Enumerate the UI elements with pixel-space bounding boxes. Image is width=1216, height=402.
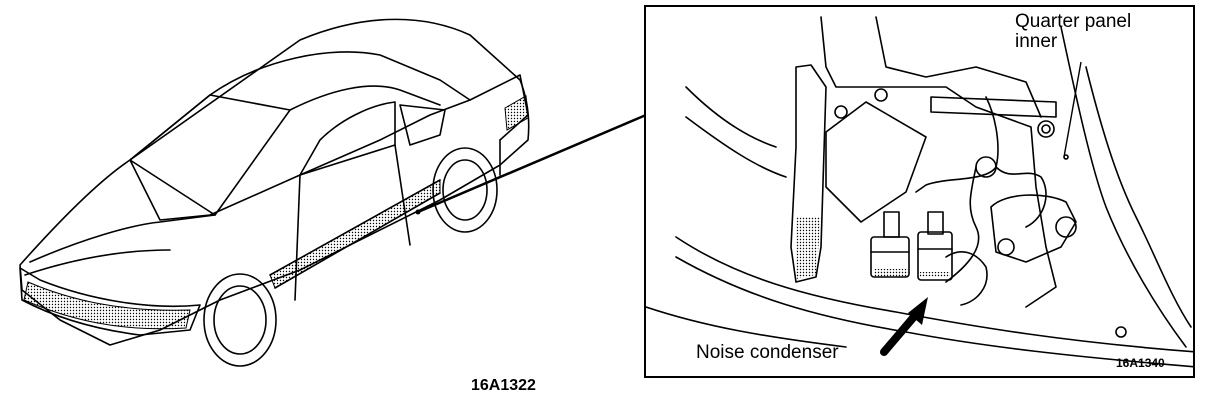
detail-frame: [644, 5, 1195, 378]
quarter-panel-label-line2: inner: [1015, 30, 1058, 52]
car-body-outline: [19, 18, 530, 346]
front-wheel: [203, 273, 277, 367]
front-bumper-shading: [23, 281, 191, 330]
side-window: [299, 101, 396, 176]
inner-panel: [820, 16, 1057, 308]
bracket: [790, 64, 827, 283]
car-roof: [129, 51, 471, 221]
front-bumper: [19, 267, 201, 336]
windshield: [129, 94, 291, 216]
car-illustration: [19, 18, 530, 367]
noise-condenser-label: Noise condenser: [696, 342, 839, 363]
detail-figure-code: 16A1340: [1116, 356, 1165, 370]
quarter-panel-edge: [1060, 26, 1187, 348]
car-figure-code: 16A1322: [471, 377, 536, 394]
noise-condenser-arrow: [880, 297, 928, 356]
control-unit: [825, 101, 927, 223]
side-molding-shading: [269, 179, 441, 289]
detail-illustration: [646, 16, 1193, 368]
rear-bumper-shading: [504, 95, 529, 131]
relay-right: [917, 231, 953, 281]
connector: [945, 251, 988, 306]
bracket-shading: [796, 217, 821, 279]
quarter-panel-label-line1: Quarter panel: [1015, 11, 1132, 32]
actuator: [990, 194, 1077, 263]
quarter-panel-inner-label: Quarter panel inner: [1015, 12, 1131, 52]
